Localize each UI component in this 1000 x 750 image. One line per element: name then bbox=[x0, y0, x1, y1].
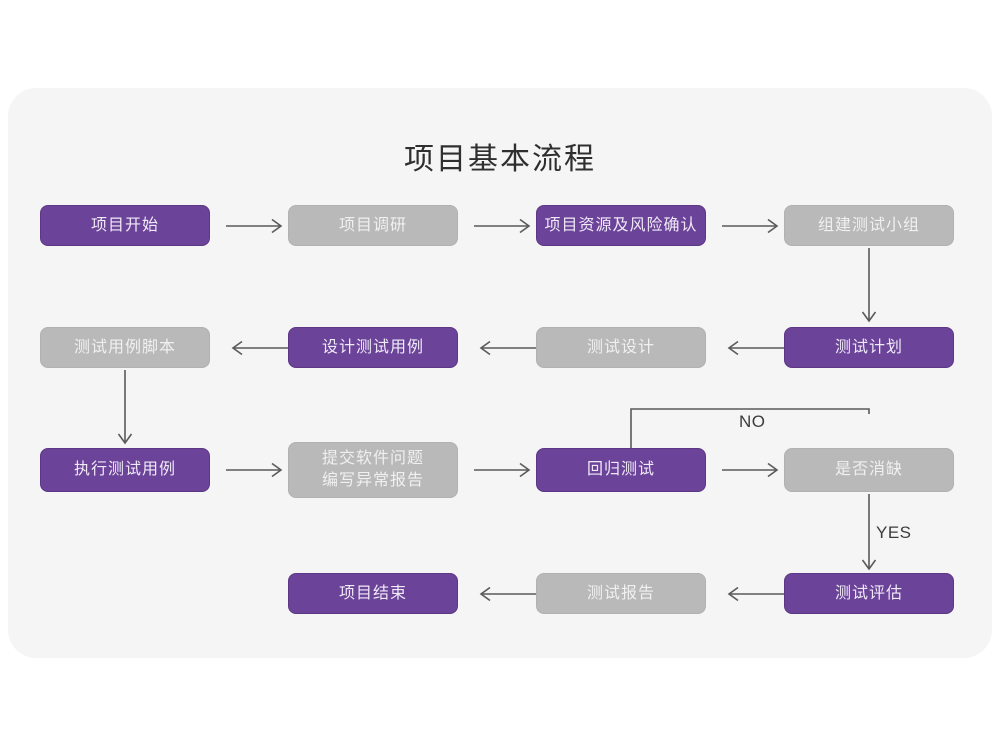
page-title: 项目基本流程 bbox=[404, 143, 596, 176]
arrow-plan-to-testdesign bbox=[722, 340, 784, 356]
node-design-test-case[interactable]: 设计测试用例 bbox=[288, 327, 458, 368]
arrow-design-to-script bbox=[226, 340, 288, 356]
node-defect-resolved[interactable]: 是否消缺 bbox=[784, 448, 954, 492]
node-submit-defect[interactable]: 提交软件问题 编写异常报告 bbox=[288, 442, 458, 498]
arrow-script-to-execute bbox=[116, 370, 134, 450]
arrow-defect-to-regression bbox=[474, 462, 536, 478]
flowchart-card: 项目基本流程 项目开始 项目调研 项目资源及风险确认 组建测试小组 测试用例脚本 bbox=[8, 88, 992, 658]
node-test-case-script[interactable]: 测试用例脚本 bbox=[40, 327, 210, 368]
arrow-research-to-risk bbox=[474, 218, 536, 234]
node-regression-test[interactable]: 回归测试 bbox=[536, 448, 706, 492]
arrow-yes-to-evaluation bbox=[860, 494, 878, 576]
node-test-design[interactable]: 测试设计 bbox=[536, 327, 706, 368]
arrow-report-to-end bbox=[474, 586, 536, 602]
node-test-report[interactable]: 测试报告 bbox=[536, 573, 706, 614]
node-resource-risk[interactable]: 项目资源及风险确认 bbox=[536, 205, 706, 246]
node-project-start[interactable]: 项目开始 bbox=[40, 205, 210, 246]
connector-label-yes: YES bbox=[876, 523, 912, 542]
arrow-testdesign-to-design bbox=[474, 340, 536, 356]
arrow-regression-to-defectcheck bbox=[722, 462, 784, 478]
arrow-risk-to-team bbox=[722, 218, 784, 234]
arrow-team-to-plan bbox=[860, 248, 878, 328]
node-build-test-team[interactable]: 组建测试小组 bbox=[784, 205, 954, 246]
node-execute-test-case[interactable]: 执行测试用例 bbox=[40, 448, 210, 492]
connector-label-no: NO bbox=[739, 412, 766, 431]
arrow-execute-to-defect bbox=[226, 462, 288, 478]
node-test-plan[interactable]: 测试计划 bbox=[784, 327, 954, 368]
node-project-research[interactable]: 项目调研 bbox=[288, 205, 458, 246]
node-test-evaluation[interactable]: 测试评估 bbox=[784, 573, 954, 614]
node-project-end[interactable]: 项目结束 bbox=[288, 573, 458, 614]
arrow-start-to-research bbox=[226, 218, 288, 234]
arrow-evaluation-to-report bbox=[722, 586, 784, 602]
